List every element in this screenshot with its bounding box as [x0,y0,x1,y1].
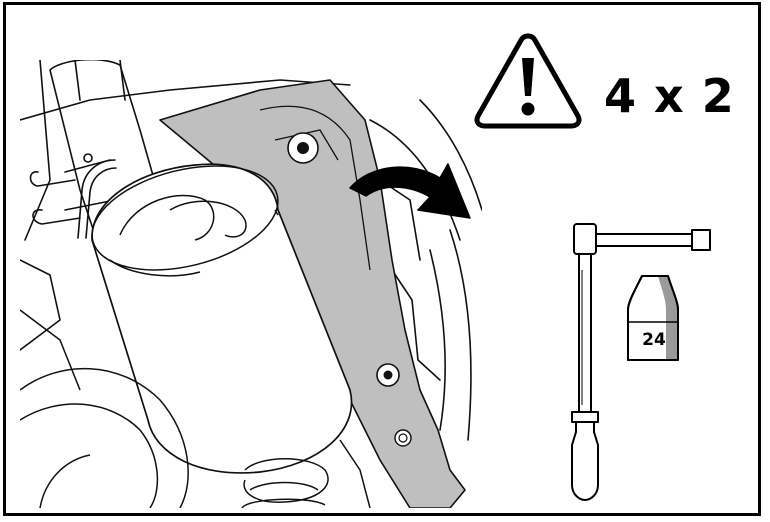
warning-triangle-icon [474,33,582,129]
socket-size-label: 24 [642,330,666,350]
instruction-panel: 4 x 2 24 [3,2,761,516]
bolt-lower [376,363,400,387]
t-handle-socket-wrench-icon [571,223,711,501]
socket-icon [627,275,679,361]
underbody-illustration [20,60,482,508]
curved-arrow-icon [349,163,471,219]
quantity-label: 4 x 2 [604,69,735,123]
bolt-upper [287,132,319,164]
